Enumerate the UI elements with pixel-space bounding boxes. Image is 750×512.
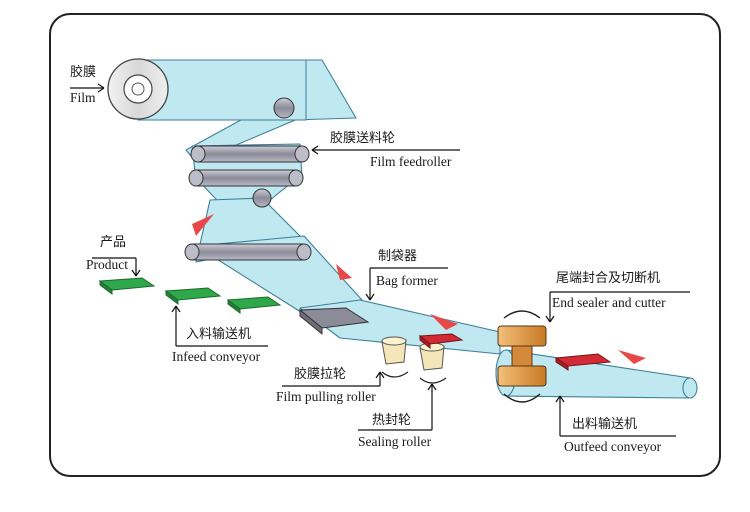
sealed-bag-infeed bbox=[418, 333, 464, 350]
tension-roller bbox=[252, 188, 272, 208]
label-film-feedroller-zh: 胶膜送料轮 bbox=[330, 131, 396, 146]
label-film-feedroller-en: Film feedroller bbox=[370, 154, 452, 169]
label-film-zh: 胶膜 bbox=[70, 65, 97, 80]
label-film-pulling-roller-en: Film pulling roller bbox=[276, 389, 376, 404]
label-end-sealer-zh: 尾端封合及切断机 bbox=[556, 271, 661, 286]
label-outfeed-conveyor-en: Outfeed conveyor bbox=[564, 439, 662, 454]
bag-former bbox=[298, 307, 370, 336]
label-film-pulling-roller-zh: 胶膜拉轮 bbox=[294, 367, 347, 382]
end-sealer-cutter bbox=[497, 310, 547, 403]
label-product-en: Product bbox=[86, 257, 128, 272]
sealing-roller bbox=[419, 342, 445, 371]
label-infeed-conveyor-en: Infeed conveyor bbox=[172, 349, 261, 364]
label-end-sealer-en: End sealer and cutter bbox=[552, 295, 666, 310]
label-sealing-roller-zh: 热封轮 bbox=[372, 413, 412, 428]
label-bag-former-en: Bag former bbox=[376, 273, 438, 288]
film-pulling-roller bbox=[381, 336, 407, 365]
film-feedroller bbox=[188, 145, 310, 187]
outfeed-products bbox=[554, 353, 612, 371]
label-film-en: Film bbox=[70, 90, 96, 105]
callout-leaders bbox=[70, 83, 690, 437]
label-outfeed-conveyor-zh: 出料输送机 bbox=[572, 417, 638, 432]
infeed-products bbox=[98, 277, 282, 314]
label-sealing-roller-en: Sealing roller bbox=[358, 434, 432, 449]
rotation-arrows bbox=[381, 371, 447, 384]
label-infeed-conveyor-zh: 入料输送机 bbox=[186, 327, 252, 342]
guide-roller-top bbox=[273, 97, 295, 119]
label-bag-former-zh: 制袋器 bbox=[378, 249, 418, 264]
film-roll bbox=[107, 58, 307, 121]
flow-arrows bbox=[192, 214, 646, 364]
lower-roller bbox=[184, 243, 312, 261]
label-product-zh: 产品 bbox=[100, 235, 127, 250]
